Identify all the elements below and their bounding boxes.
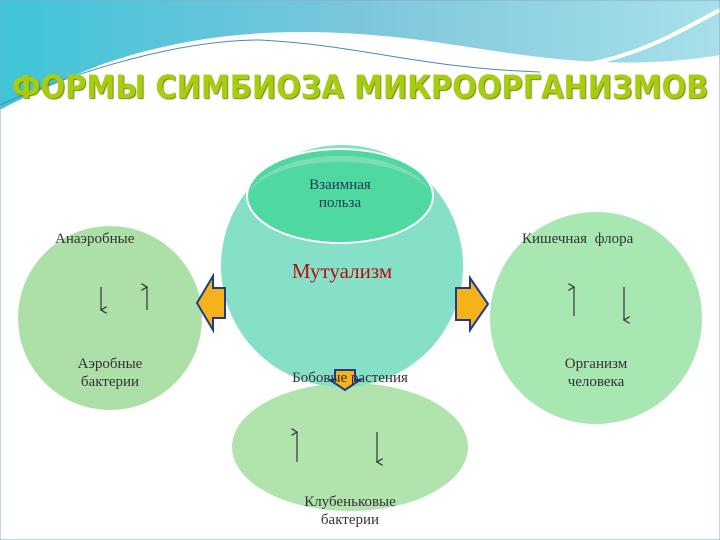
top-ellipse [246, 148, 434, 244]
mutualism-label: Мутуализм [291, 259, 393, 283]
header-wave-line [0, 8, 720, 114]
gut-flora-label: Кишечная флора [522, 231, 634, 247]
aerobic-bacteria-label: Аэробные бактерии [77, 356, 143, 390]
human-organism-label: Организм человека [564, 356, 628, 390]
arrow-left-icon [195, 272, 226, 334]
left-circle [18, 226, 202, 410]
slide-title: ФОРМЫ СИМБИОЗА МИКРООРГАНИЗМОВ [11, 68, 709, 106]
mutual-benefit-label: Взаимная польза [309, 177, 371, 211]
arrow-right-icon [455, 274, 490, 334]
nodule-bacteria-label: Клубеньковые бактерии [304, 494, 396, 528]
bottom-ellipse [232, 383, 468, 511]
header-wave [0, 0, 720, 110]
legumes-label: Бобовые растения [292, 370, 408, 386]
anaerobic-label: Анаэробные [55, 231, 135, 247]
right-circle [490, 212, 702, 424]
arrow-down-icon [326, 369, 364, 392]
